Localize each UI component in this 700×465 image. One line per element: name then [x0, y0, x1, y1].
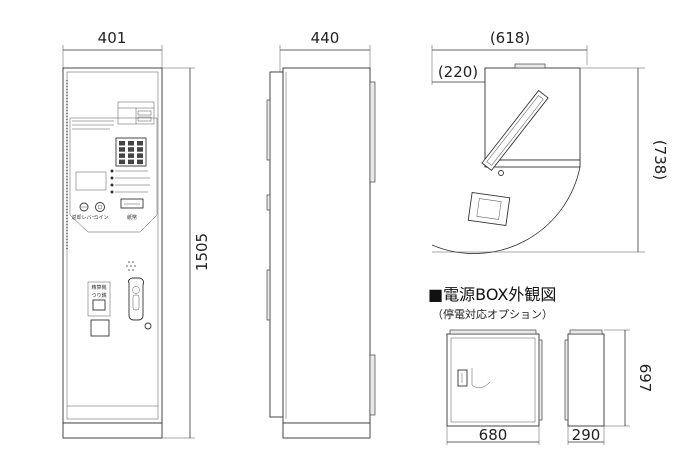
- coin-label: コイン: [93, 215, 108, 221]
- keypad-key: [128, 141, 134, 146]
- front-view: 401 返却レバ: [62, 29, 211, 439]
- coin-knob: [95, 202, 105, 212]
- height-label: 1505: [193, 233, 211, 271]
- front-cabinet: [62, 67, 163, 424]
- side-door-profile: [269, 71, 284, 418]
- keypad-key: [137, 153, 143, 158]
- keypad-key: [128, 153, 134, 158]
- psu-latch: [457, 369, 468, 387]
- top-length-label: (738): [651, 140, 669, 180]
- psu-box-view: ■電源BOX外観図 （停電対応オプション） 680 290 697: [428, 285, 654, 445]
- side-base: [282, 422, 371, 439]
- internal-unit: [467, 191, 511, 227]
- keypad-key: [119, 147, 125, 152]
- side-view: 440: [266, 29, 376, 439]
- key-lock: [144, 322, 152, 330]
- keypad-key: [137, 141, 143, 146]
- change-return-panel: [87, 281, 111, 317]
- psu-width-label: 680: [479, 426, 508, 444]
- front-upper-panel: [69, 117, 158, 233]
- keypad-key: [119, 141, 125, 146]
- change-cup: [92, 299, 106, 311]
- door-handle: [127, 277, 145, 321]
- speaker-grille: [126, 261, 136, 271]
- bill-slot: [120, 198, 144, 209]
- psu-side: [567, 333, 605, 427]
- keypad-key: [128, 147, 134, 152]
- front-width-label: 401: [98, 29, 127, 47]
- front-base: [62, 422, 163, 439]
- keypad-key: [137, 147, 143, 152]
- bill-slot-label: 紙幣: [127, 214, 137, 221]
- psu-depth-label: 290: [572, 426, 601, 444]
- psu-title: ■電源BOX外観図: [428, 285, 556, 304]
- psu-height-label: 697: [636, 364, 654, 393]
- opened-door: [481, 89, 549, 172]
- instruction-bullets: [110, 169, 150, 194]
- top-view: (618) (220) (738): [431, 29, 669, 254]
- keypad-key: [119, 153, 125, 158]
- keypad-key: [119, 159, 125, 165]
- keypad-key: [128, 159, 134, 165]
- top-overall-label: (618): [490, 29, 530, 47]
- side-depth-label: 440: [311, 29, 340, 47]
- keypad-keys: [119, 141, 143, 165]
- psu-subtitle: （停電対応オプション）: [432, 307, 553, 321]
- keypad-key: [137, 159, 143, 165]
- display-window: [75, 171, 107, 191]
- receipt-slot: [90, 319, 110, 337]
- return-lever-label: 返却レバー: [71, 214, 96, 221]
- button-label: 精算機: [91, 284, 106, 291]
- side-cabinet: [282, 67, 371, 424]
- top-offset-label: (220): [438, 63, 478, 81]
- change-label: つり銭: [91, 292, 106, 299]
